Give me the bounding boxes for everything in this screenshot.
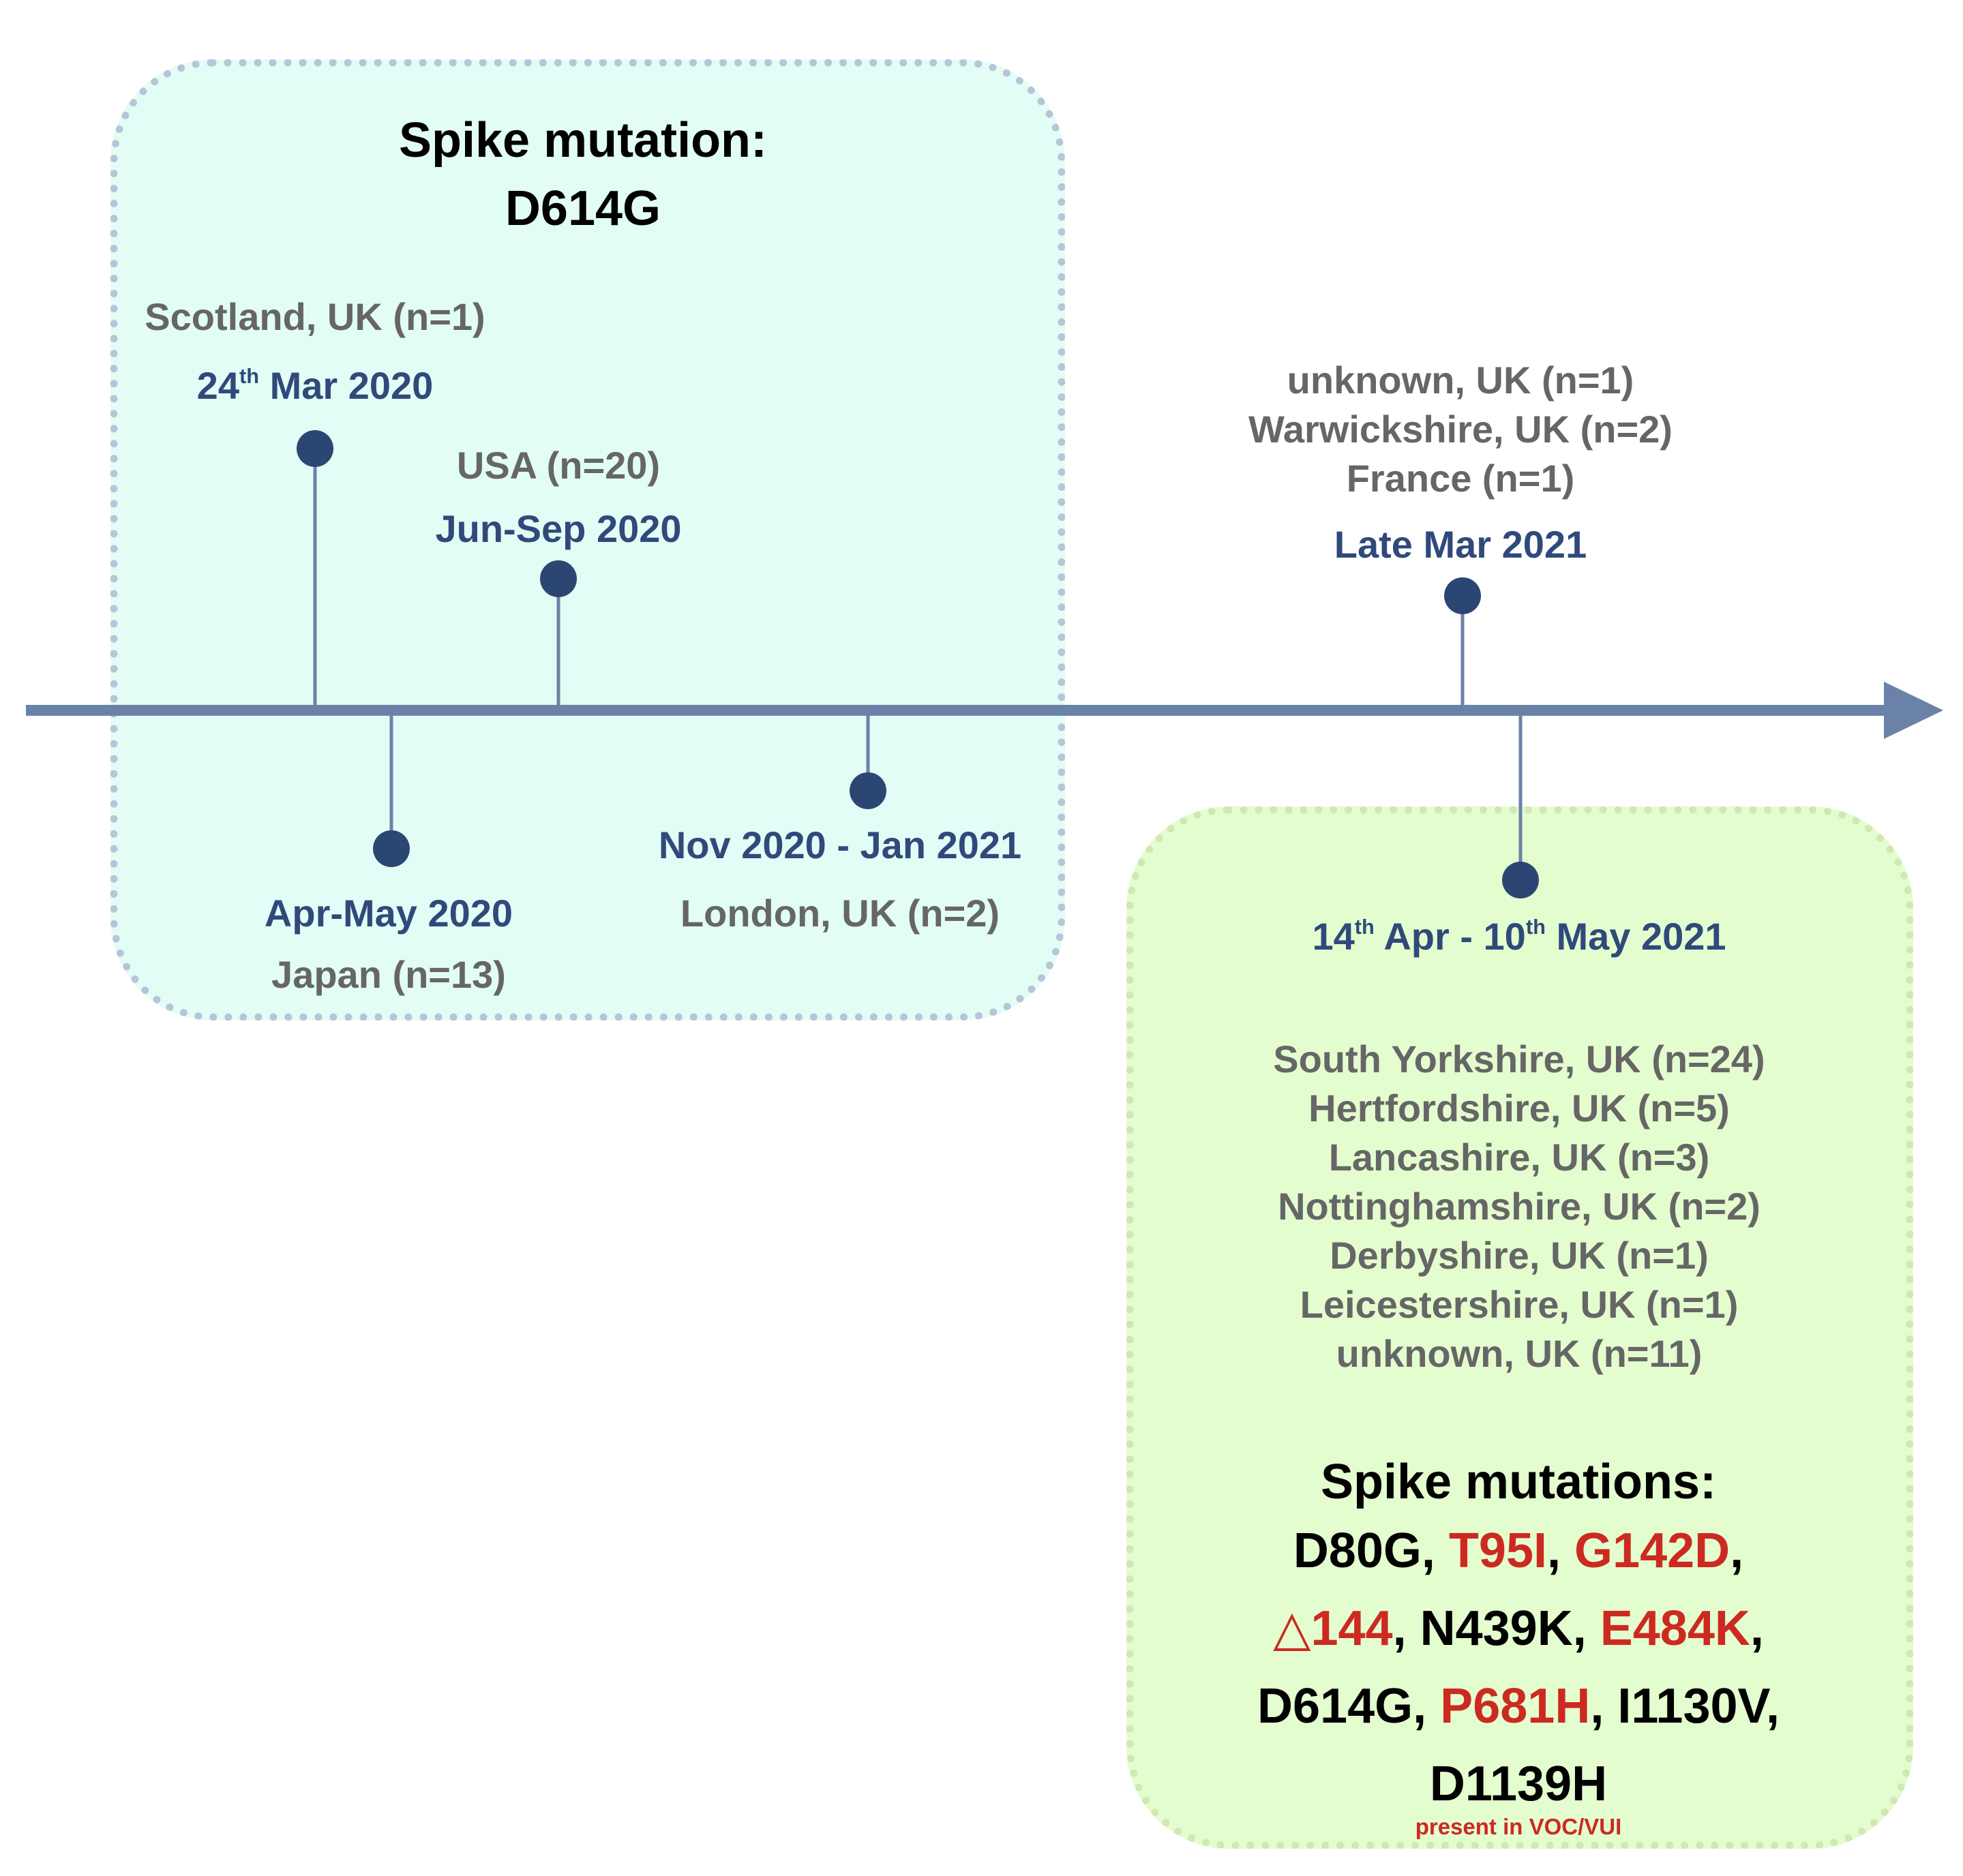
voc-footnote: present in VOC/VUI [1415,1814,1622,1839]
location-line: unknown, UK (n=1) [1287,359,1634,402]
marker-late-mar-2021 [1444,577,1481,614]
japan-date: Apr-May 2020 [264,892,513,935]
mutation: E484K [1600,1601,1750,1656]
scotland-date: 24th Mar 2020 [196,363,434,407]
late-mar-2021-date: Late Mar 2021 [1334,523,1587,566]
apr-may-2021-locations: South Yorkshire, UK (n=24) Hertfordshire… [1273,1035,1765,1378]
late-mar-2021-locations: unknown, UK (n=1) Warwickshire, UK (n=2)… [1248,356,1673,503]
location-line: unknown, UK (n=11) [1336,1332,1703,1375]
mutation: T95I [1448,1524,1547,1578]
mutation: D614G [1257,1679,1413,1734]
location-line: Derbyshire, UK (n=1) [1330,1234,1709,1277]
early-variant-box [110,59,1065,1020]
late-box-title: Spike mutations: [1320,1455,1717,1509]
usa-date: Jun-Sep 2020 [435,507,682,550]
mutation: D80G [1293,1524,1422,1578]
mutation: P681H [1440,1679,1591,1734]
mutation: G142D [1574,1524,1730,1578]
mutation: I1130V [1617,1679,1766,1734]
london-date: Nov 2020 - Jan 2021 [658,823,1022,866]
location-line: Hertfordshire, UK (n=5) [1308,1087,1730,1130]
apr-may-2021-date: 14th Apr - 10th May 2021 [1312,914,1726,958]
location-line: France (n=1) [1346,457,1575,500]
late-variant-box [1126,806,1913,1849]
early-box-title-2: D614G [505,181,661,236]
london-location: London, UK (n=2) [680,892,1000,935]
location-line: Warwickshire, UK (n=2) [1248,408,1673,451]
early-box-title-1: Spike mutation: [398,113,768,168]
location-line: Leicestershire, UK (n=1) [1300,1283,1739,1326]
mutation: △144 [1273,1601,1393,1656]
axis-arrowhead [1884,682,1943,739]
usa-location: USA (n=20) [456,444,661,487]
mutation: N439K [1420,1601,1573,1656]
scotland-location: Scotland, UK (n=1) [145,295,485,338]
location-line: Lancashire, UK (n=3) [1328,1136,1710,1179]
spike-mutations-list: D80G, T95I, G142D, △144, N439K, E484K, D… [1257,1524,1780,1811]
japan-location: Japan (n=13) [271,953,506,996]
location-line: Nottinghamshire, UK (n=2) [1278,1185,1760,1228]
mutation: D1139H [1429,1757,1608,1811]
location-line: South Yorkshire, UK (n=24) [1273,1038,1765,1080]
